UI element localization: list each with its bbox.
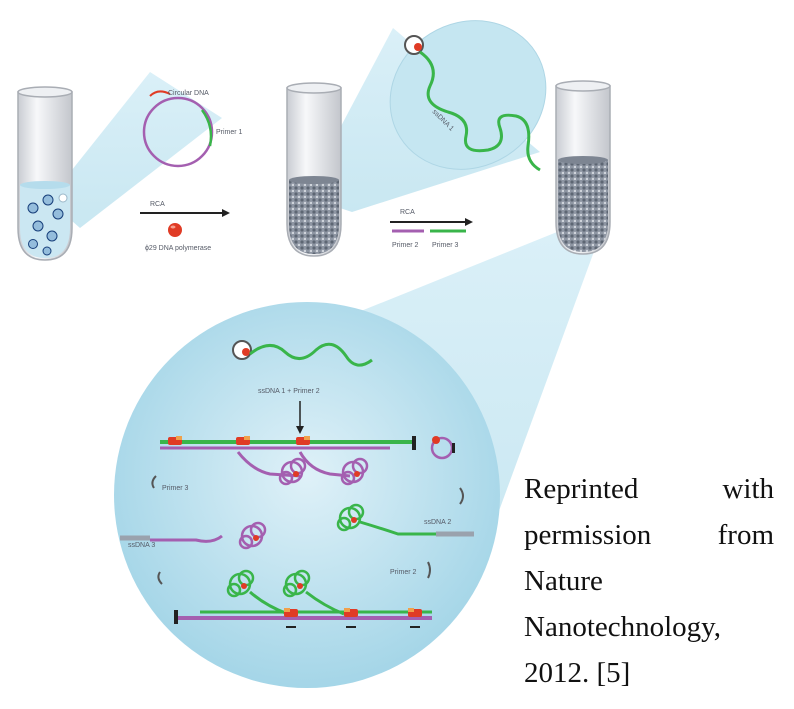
- primer3-label-top: Primer 3: [432, 242, 459, 249]
- polymerase-mini-icon: [414, 43, 422, 51]
- primer2-label-top: Primer 2: [392, 242, 419, 249]
- tube1-zoom-cone: [48, 72, 222, 228]
- amplification-detail-circle: ssDNA 1 + Primer 2: [114, 302, 500, 688]
- rca-arrow-2: RCA Primer 2 Primer 3: [390, 209, 473, 249]
- primer1-strand: [200, 109, 213, 147]
- caption-line-1: Reprinted with: [524, 466, 774, 512]
- tube-3: [555, 80, 611, 255]
- ssdna1-primer2-label: ssDNA 1 + Primer 2: [258, 388, 320, 395]
- rca-label: RCA: [150, 201, 165, 208]
- tube-1: [17, 86, 73, 261]
- purple-coil-2: [340, 457, 369, 486]
- polymerase-icon: [168, 223, 182, 237]
- polymerase-label: ϕ29 DNA polymerase: [145, 245, 211, 252]
- primer1-label: Primer 1: [216, 129, 243, 136]
- rca-label-2: RCA: [400, 209, 415, 216]
- primer2-label-circle: Primer 2: [390, 569, 417, 576]
- caption-line-5: 2012. [5]: [524, 657, 631, 689]
- caption-word-from: from: [717, 519, 774, 551]
- circular-dna-inset: Circular DNA Primer 1: [142, 90, 243, 168]
- caption-word-with: with: [722, 473, 774, 505]
- ssdna1-strand: [419, 50, 541, 172]
- ssdna2-label: ssDNA 2: [424, 519, 451, 526]
- ssdna1-strand-2: [249, 342, 373, 367]
- caption-word-permission: permission: [524, 519, 652, 551]
- caption-word-reprinted: Reprinted: [524, 473, 639, 505]
- ssdna1-inset: ssDNA 1: [389, 20, 547, 172]
- tube-2: [286, 82, 342, 257]
- caption-line-3: Nature: [524, 565, 603, 597]
- caption-line-4: Nanotechnology,: [524, 611, 722, 643]
- caption: Reprinted with permission from Nature Na…: [524, 466, 774, 696]
- circular-dna-label: Circular DNA: [168, 90, 209, 97]
- primer3-label-circle: Primer 3: [162, 485, 189, 492]
- caption-line-2: permission from: [524, 512, 774, 558]
- rca-arrow-1: RCA ϕ29 DNA polymerase: [140, 201, 230, 252]
- red-arrow-mark: [149, 90, 171, 97]
- ssdna3-label: ssDNA 3: [128, 542, 155, 549]
